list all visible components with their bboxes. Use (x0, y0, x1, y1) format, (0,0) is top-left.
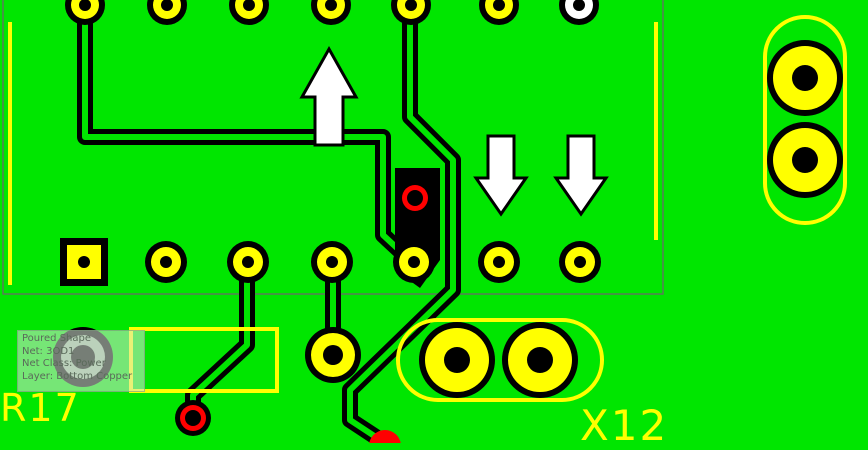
tooltip-line-layer: Layer: Bottom Copper (22, 370, 133, 382)
pad-row-bottom (60, 238, 601, 286)
arrow-up-icon (299, 45, 359, 147)
tooltip-line-net: Net: 3OD1 (22, 345, 75, 357)
tooltip-line-net-class: Net Class: Power (22, 358, 106, 369)
pad-row-top (65, 0, 599, 25)
via-bottom (369, 430, 401, 443)
tooltip-line-shape: Poured Shape (22, 333, 92, 344)
arrow-down-icon (473, 134, 529, 217)
x12-silk-outline (396, 318, 604, 402)
trace-a (77, 0, 420, 270)
arrow-down-icon (553, 134, 609, 217)
refdes-x12: X12 (580, 401, 669, 450)
trace-b-core (347, 2, 456, 443)
trace-a-core (82, 2, 415, 265)
conn-right-silk-outline (763, 15, 847, 225)
refdes-r17: R17 (0, 386, 81, 430)
hover-tooltip: Poured Shape Net: 3OD1 Net Class: Power … (17, 330, 145, 392)
trace-c (185, 255, 255, 426)
